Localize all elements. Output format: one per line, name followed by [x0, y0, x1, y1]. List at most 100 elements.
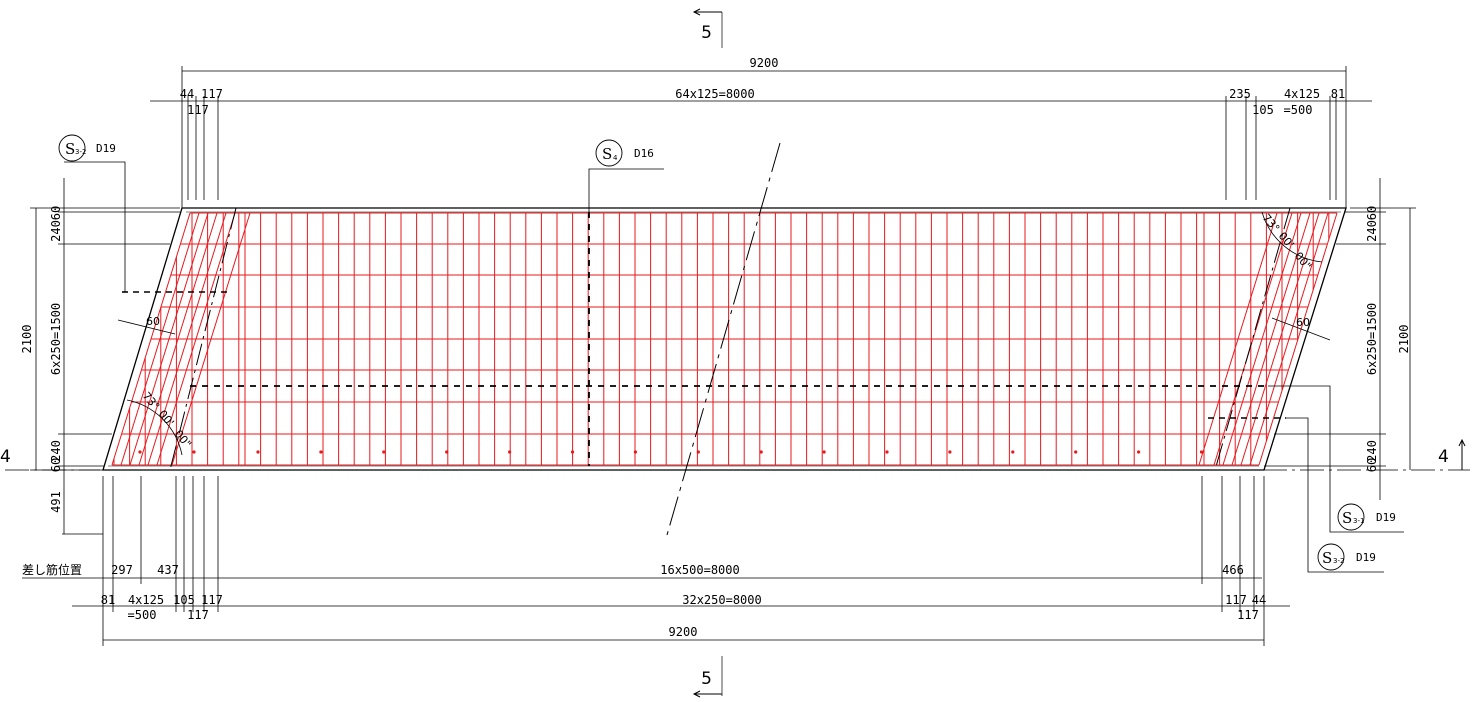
dim-bottom-a3: =500 [128, 608, 157, 622]
dim-left-mid: 6x250=1500 [49, 303, 63, 375]
rebar-skew-left [156, 212, 236, 466]
bottom-dimensions [22, 476, 1290, 646]
section-label-5-top: 5 [701, 23, 712, 43]
rebar-skew-right [1258, 212, 1338, 466]
tag-s32-top-bar: D19 [96, 142, 116, 155]
bearing-line-right [1214, 207, 1291, 471]
section-mark-4-right: 4 [1438, 438, 1466, 470]
dim-top-right-b: 105 [1252, 103, 1274, 117]
dim-left-bot1: 240 [49, 440, 63, 462]
tag-s32-bottom: S 3-2 D19 [1286, 417, 1384, 573]
tag-s32-top-letter: S [65, 140, 75, 158]
dim-top-right-e: 81 [1331, 87, 1345, 101]
tag-s32-bottom-bar: D19 [1356, 551, 1376, 564]
dim-right-mid: 6x250=1500 [1365, 303, 1379, 375]
tag-s4-bar: D16 [634, 147, 654, 160]
tag-s31-letter: S [1342, 509, 1352, 527]
dowel-point [633, 450, 638, 454]
dim-bottom-s1: 297 [111, 563, 133, 577]
dim-bottom-s3: 466 [1222, 563, 1244, 577]
dowel-point [138, 450, 142, 454]
dim-bottom-overall: 9200 [669, 625, 698, 639]
dim-top-left-b: 117 [201, 87, 223, 101]
dim-bottom-a2: 4x125 [128, 593, 164, 607]
dowel-point [1074, 450, 1078, 454]
tag-s31-bar: D19 [1376, 511, 1396, 524]
dim-top-right-a: 235 [1229, 87, 1251, 101]
dim-bottom-a5: 117 [201, 593, 223, 607]
tag-s4-letter: S [602, 145, 612, 163]
dim-right-overall: 2100 [1397, 325, 1411, 354]
left-edge-dim: 60 [146, 315, 160, 328]
section-mark-5-top: 5 [692, 8, 722, 43]
dowel-point [759, 450, 763, 454]
rebar-grid [111, 212, 1338, 466]
rebar-skew-left [147, 212, 227, 466]
dim-bottom-a4: 105 [173, 593, 195, 607]
rebar-skew-left [171, 212, 251, 466]
dowel-point [192, 450, 196, 454]
dowel-point [445, 450, 449, 454]
dowel-point [382, 450, 386, 454]
dim-right-bot1: 240 [1365, 440, 1379, 462]
dim-left-top1: 60 [49, 206, 63, 220]
dowel-point [1199, 450, 1204, 454]
rebar-skew-right [1249, 212, 1329, 466]
dim-top-right-d: =500 [1284, 103, 1313, 117]
dim-bottom-main1: 16x500=8000 [660, 563, 739, 577]
dim-bottom-a6: 117 [187, 608, 209, 622]
tag-s32-top: S 3-2 D19 [58, 134, 126, 292]
bearing-line-left [169, 207, 237, 471]
dim-top-left-c: 117 [187, 103, 209, 117]
dowel-point [508, 450, 512, 454]
dowel-point [885, 450, 889, 454]
dim-left-below: 491 [49, 491, 63, 513]
dim-bottom-a9: 117 [1237, 608, 1259, 622]
dim-bottom-main2: 32x250=8000 [682, 593, 761, 607]
rebar-skew-left [129, 212, 209, 466]
dim-right-bot2: 60 [1365, 458, 1379, 472]
dim-top-left-a: 44 [180, 87, 194, 101]
section-mark-5-bottom: 5 [692, 669, 722, 698]
tag-s32-bottom-sub: 3-2 [1333, 557, 1344, 565]
dim-top-right-c: 4x125 [1284, 87, 1320, 101]
dim-top-main: 64x125=8000 [675, 87, 754, 101]
dim-bottom-a8: 44 [1252, 593, 1266, 607]
dowel-point [256, 450, 260, 454]
rebar-skew-right [1222, 212, 1302, 466]
left-angle-seconds: 00" [172, 428, 194, 451]
rebar-skew-left [120, 212, 200, 466]
dim-bottom-s2: 437 [157, 563, 179, 577]
dowel-point [1137, 450, 1141, 454]
section-label-4-right: 4 [1438, 447, 1449, 467]
dim-bottom-a7: 117 [1225, 593, 1247, 607]
dowel-point [696, 450, 700, 454]
rebar-skew-right [1213, 212, 1293, 466]
left-dimensions [30, 178, 180, 534]
dim-right-top1: 60 [1365, 206, 1379, 220]
tag-s32-top-sub: 3-2 [75, 148, 86, 156]
top-dimensions [150, 66, 1372, 208]
dowel-point [822, 450, 826, 454]
dim-right-top2: 240 [1365, 220, 1379, 242]
dim-left-bot2: 60 [49, 458, 63, 472]
right-edge-dim: 60 [1296, 316, 1310, 329]
tag-s31: S 3-1 D19 [1268, 385, 1404, 533]
dowel-point [319, 450, 323, 454]
dowel-point [570, 450, 575, 454]
rebar-skew-left [138, 212, 218, 466]
dim-top-overall: 9200 [750, 56, 779, 70]
rebar-skew-left [111, 212, 191, 466]
dim-bottom-a1: 81 [101, 593, 115, 607]
dim-left-overall: 2100 [20, 325, 34, 354]
tag-s4-sub: 4 [613, 154, 618, 162]
dim-sashi-label: 差し筋位置 [22, 562, 82, 577]
dim-left-top2: 240 [49, 220, 63, 242]
rebar-skew-right [1240, 212, 1320, 466]
rebar-skew-right [1198, 212, 1278, 466]
dowel-point [948, 450, 952, 454]
dowel-point [1011, 450, 1015, 454]
tag-s4: S 4 D16 [588, 139, 664, 212]
section-label-5-bottom: 5 [701, 669, 712, 689]
